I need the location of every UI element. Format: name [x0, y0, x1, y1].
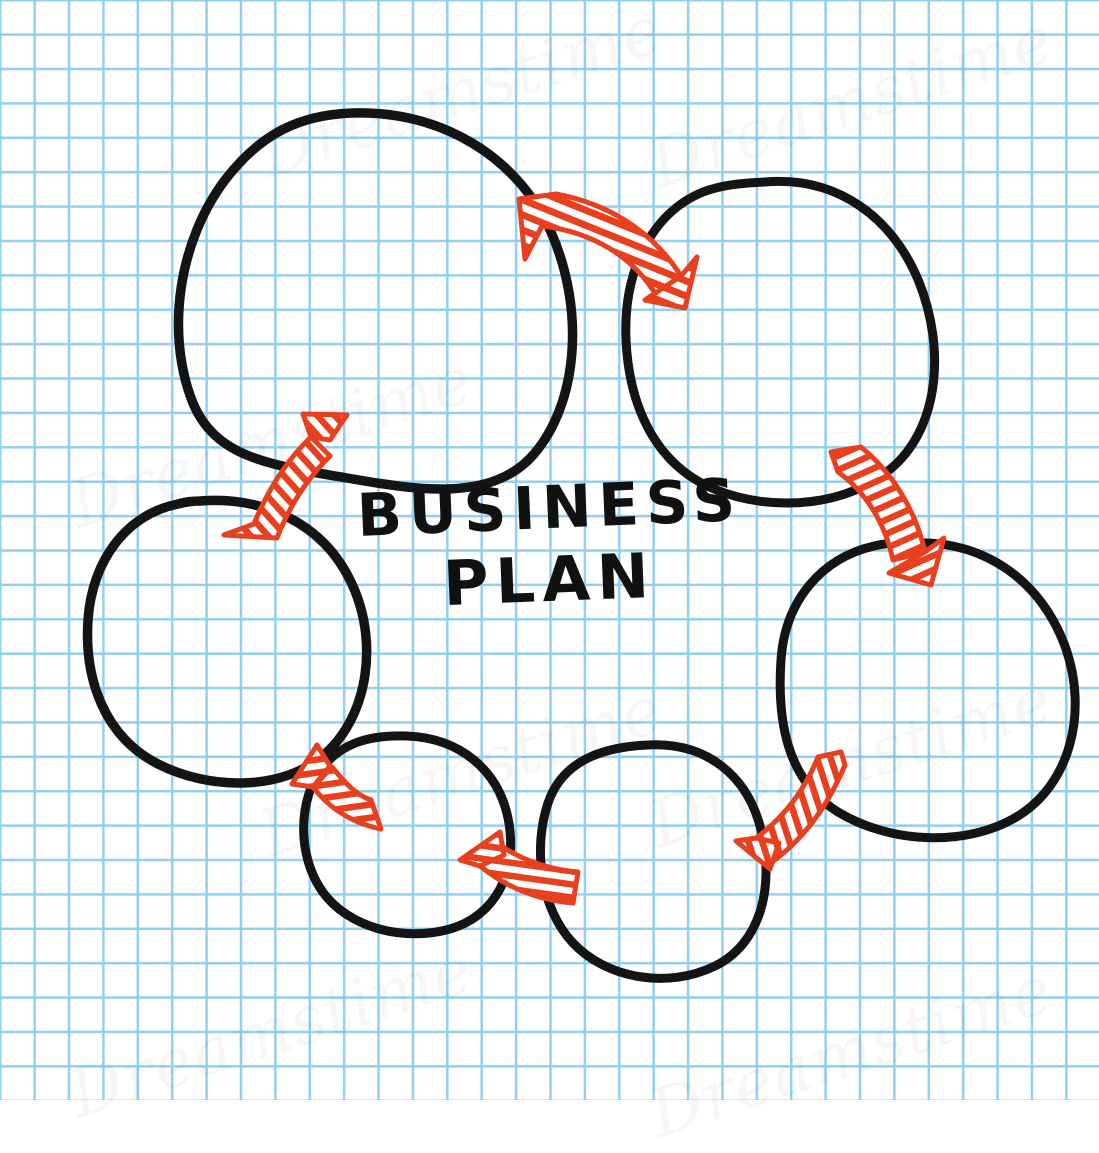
arrow-topright-to-right[interactable]: [828, 444, 947, 588]
node-bottom-left[interactable]: [299, 731, 516, 939]
sketch-canvas: DreamstimeDreamstimeDreamstimeDreamstime…: [0, 0, 1099, 1100]
arrow-left-to-topleft[interactable]: [221, 411, 350, 541]
diagram-artwork: [82, 108, 1080, 983]
node-bottom-right[interactable]: [536, 740, 771, 983]
node-top-left[interactable]: [173, 108, 578, 494]
arrow-topleft-to-topright[interactable]: [516, 191, 700, 311]
node-right[interactable]: [775, 538, 1080, 843]
node-top-right[interactable]: [621, 176, 940, 508]
node-left[interactable]: [82, 495, 372, 788]
arrow-bottomleft-to-left[interactable]: [289, 742, 384, 832]
arrow-right-to-bottomright[interactable]: [733, 749, 848, 872]
arrow-bottomright-to-bottomleft[interactable]: [457, 829, 581, 906]
